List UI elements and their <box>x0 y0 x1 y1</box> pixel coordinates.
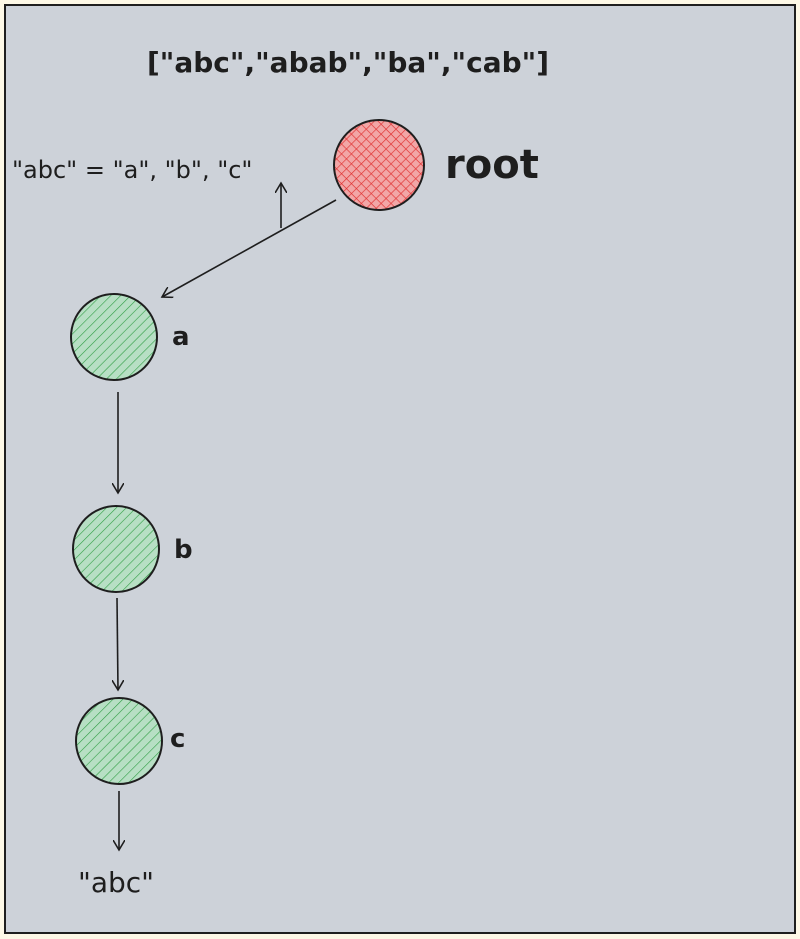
root-label: root <box>445 142 539 188</box>
node-a-label: a <box>172 322 190 352</box>
node-b-label: b <box>174 535 193 565</box>
node-a <box>70 293 158 381</box>
node-c-label: c <box>170 724 185 754</box>
node-b <box>72 505 160 593</box>
decomposition-note: "abc" = "a", "b", "c" <box>12 156 252 184</box>
edge-root-to-a <box>162 199 337 297</box>
root-node <box>333 119 425 211</box>
word-leaf-label: "abc" <box>78 866 154 899</box>
words-array-title: ["abc","abab","ba","cab"] <box>147 46 549 79</box>
edge-b-to-c <box>117 597 118 690</box>
node-c <box>75 697 163 785</box>
